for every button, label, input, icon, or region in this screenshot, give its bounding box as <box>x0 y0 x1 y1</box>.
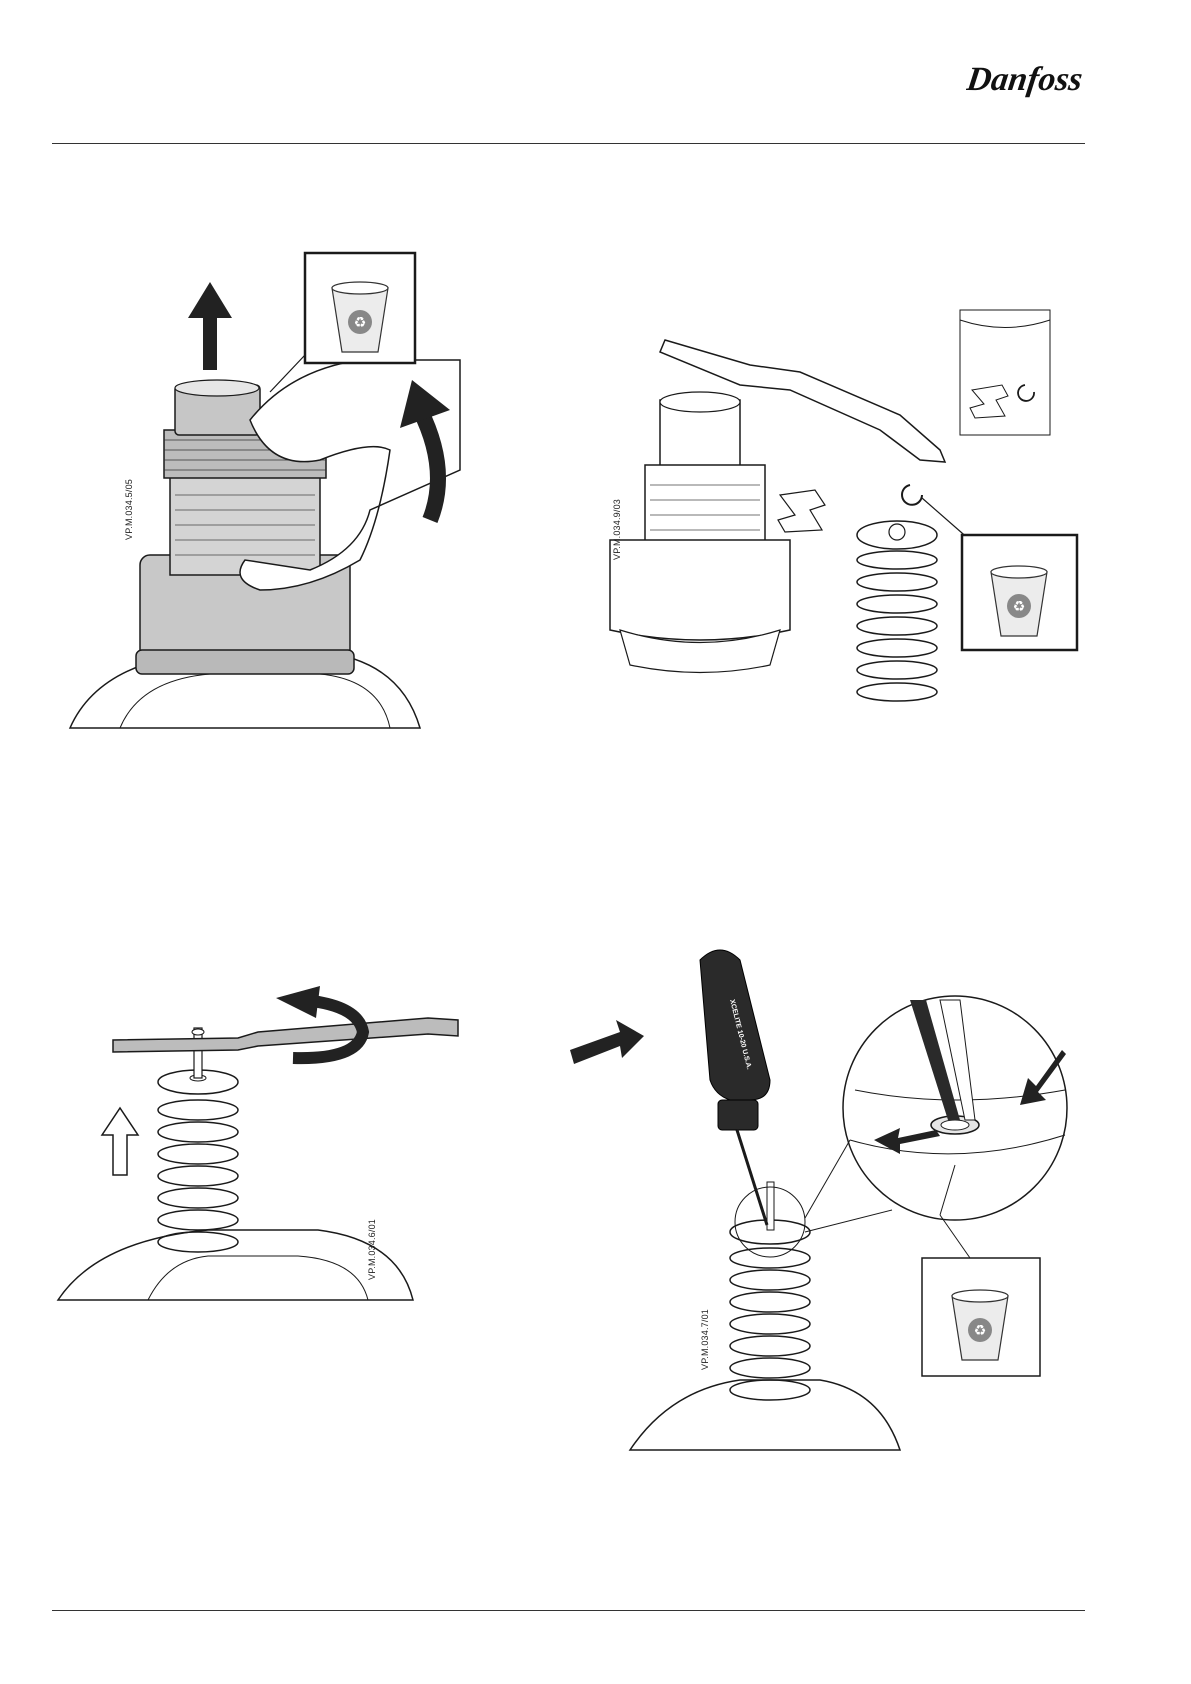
figure-1-ref-code: VP.M.034.5/05 <box>124 479 134 540</box>
figure-3 <box>58 960 478 1300</box>
screwdriver: XCELITE 10-20 U.S.A. <box>700 950 770 1225</box>
svg-text:♻: ♻ <box>354 315 367 331</box>
recycle-bin-icon: ♻ <box>952 1290 1008 1360</box>
danfoss-logo: Danfoss <box>966 58 1086 102</box>
figure-4-ref-code: VP.M.034.7/01 <box>700 1309 710 1370</box>
recycle-bin-icon: ♻ <box>991 566 1047 636</box>
figure-2: ♻ <box>600 310 1080 730</box>
svg-text:♻: ♻ <box>1013 599 1026 615</box>
figure-1: ♻ <box>60 260 480 730</box>
footer-rule <box>52 1610 1085 1611</box>
svg-text:♻: ♻ <box>974 1323 987 1339</box>
figure-3-ref-code: VP.M.034.6/01 <box>367 1219 377 1280</box>
header-rule <box>52 143 1085 144</box>
figure-4: XCELITE 10-20 U.S.A. ♻ <box>610 940 1080 1450</box>
recycle-bin-icon: ♻ <box>332 282 388 352</box>
figure-2-ref-code: VP.M.034.9/03 <box>612 499 622 560</box>
svg-text:Danfoss: Danfoss <box>966 61 1085 98</box>
